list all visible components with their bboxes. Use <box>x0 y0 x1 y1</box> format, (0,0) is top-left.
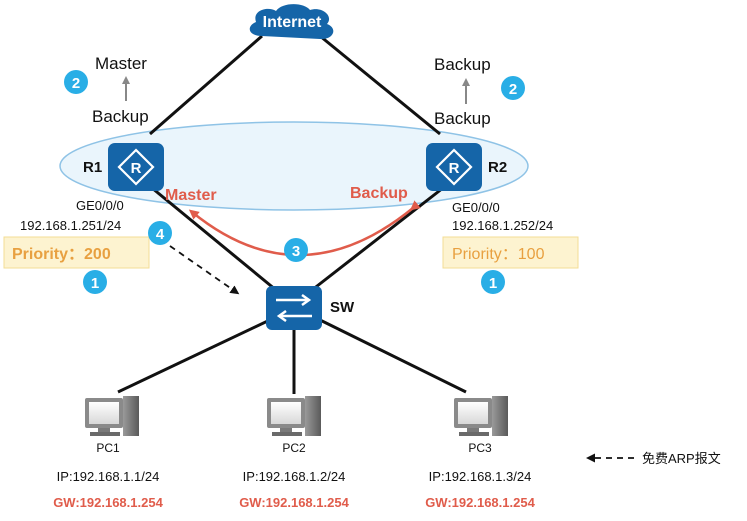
step-badge-1-r1: 1 <box>83 270 107 294</box>
r1-ip: 192.168.1.251/24 <box>20 218 121 233</box>
svg-text:3: 3 <box>292 243 300 260</box>
link-internet-r1 <box>149 34 263 136</box>
link-internet-r2 <box>319 34 441 136</box>
internet-label: Internet <box>263 14 322 31</box>
link-r2-sw <box>311 186 444 292</box>
pc3-name: PC3 <box>468 441 492 455</box>
legend: 免费ARP报文 <box>586 451 721 466</box>
switch-icon <box>276 293 312 323</box>
step-badge-1-r2: 1 <box>481 270 505 294</box>
r1-role-label: Master <box>165 187 217 204</box>
router-r1: R <box>108 143 164 191</box>
svg-text:R: R <box>449 160 460 177</box>
link-r1-sw <box>151 186 277 292</box>
r2-interface: GE0/0/0 <box>452 200 500 215</box>
link-sw-pc1 <box>117 316 275 394</box>
pc1-ip: IP:192.168.1.1/24 <box>57 469 160 484</box>
r2-state-before: Backup <box>434 109 491 128</box>
r1-priority-box <box>3 236 150 269</box>
pc3-ip: IP:192.168.1.3/24 <box>429 469 532 484</box>
r1-state-before: Backup <box>92 107 149 126</box>
svg-text:R: R <box>131 160 142 177</box>
pc2-ip: IP:192.168.1.2/24 <box>243 469 346 484</box>
pc2-gw: GW:192.168.1.254 <box>239 495 349 510</box>
svg-text:2: 2 <box>72 75 80 92</box>
r2-priority-box <box>442 236 579 269</box>
r2-state-after: Backup <box>434 55 491 74</box>
cloud-icon <box>249 4 334 40</box>
internet-cloud: Internet <box>249 4 334 40</box>
r1-interface: GE0/0/0 <box>76 198 124 213</box>
network-links <box>117 34 467 394</box>
svg-text:1: 1 <box>489 275 497 292</box>
r1-state-after: Master <box>95 54 147 73</box>
pc-1 <box>85 396 139 436</box>
pc2-name: PC2 <box>282 441 306 455</box>
r2-name: R2 <box>488 159 507 176</box>
step-badge-3: 3 <box>284 238 308 262</box>
router-icon: R <box>435 148 473 186</box>
r2-ip: 192.168.1.252/24 <box>452 218 553 233</box>
svg-text:2: 2 <box>509 81 517 98</box>
switch-name: SW <box>330 299 355 316</box>
pc-3 <box>454 396 508 436</box>
r2-priority: Priority：100 <box>452 246 545 263</box>
pc3-gw: GW:192.168.1.254 <box>425 495 535 510</box>
r1-name: R1 <box>83 159 102 176</box>
svg-text:1: 1 <box>91 275 99 292</box>
step-badge-2-r1: 2 <box>64 70 88 94</box>
router-r2: R <box>426 143 482 191</box>
switch-sw <box>266 286 322 330</box>
link-sw-pc3 <box>315 316 467 394</box>
r1-priority: Priority：200 <box>12 246 111 263</box>
step-badge-2-r2: 2 <box>501 76 525 100</box>
legend-label: 免费ARP报文 <box>642 451 721 466</box>
gratuitous-arp-arrow <box>169 245 240 295</box>
pc1-name: PC1 <box>96 441 120 455</box>
pc1-gw: GW:192.168.1.254 <box>53 495 163 510</box>
step-badge-4: 4 <box>148 221 172 245</box>
router-icon: R <box>117 148 155 186</box>
pc-2 <box>267 396 321 436</box>
svg-text:4: 4 <box>156 226 165 243</box>
r2-role-label: Backup <box>350 185 408 202</box>
